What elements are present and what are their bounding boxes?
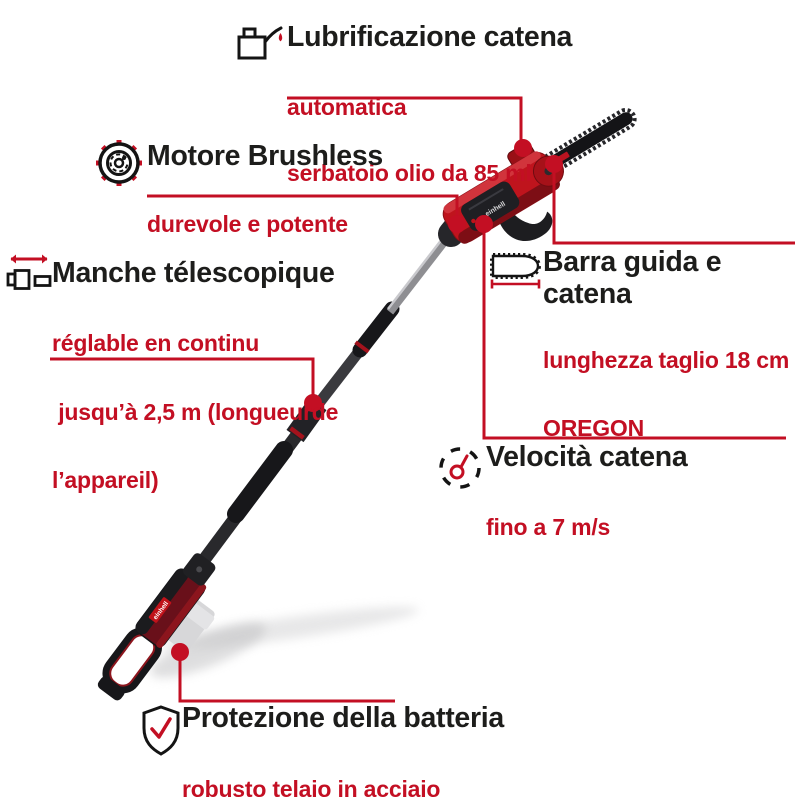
feature-subtitle: jusqu’à 2,5 m (longueurde bbox=[52, 398, 339, 425]
feature-title: catena bbox=[543, 278, 632, 310]
guide-bar-icon bbox=[490, 253, 542, 289]
feature-title: Velocità catena bbox=[486, 441, 688, 473]
branch-hook bbox=[498, 209, 553, 242]
callout-line-motore bbox=[147, 194, 459, 221]
callout-line-protezione bbox=[178, 654, 395, 703]
feature-subtitle: l’appareil) bbox=[52, 467, 159, 493]
feature-subtitle: durevole e potente bbox=[147, 211, 348, 237]
feature-title: Barra guida e bbox=[543, 246, 722, 278]
feature-title: Lubrificazione catena bbox=[287, 21, 573, 53]
dot-battery-frame bbox=[171, 643, 189, 661]
callout-dots bbox=[171, 139, 563, 661]
brushless-motor-icon bbox=[96, 140, 142, 186]
feature-subtitle: réglable en continu bbox=[52, 330, 260, 356]
feature-subtitle: OREGON bbox=[543, 414, 645, 441]
dot-motor bbox=[448, 215, 466, 233]
feature-subtitle: automatica bbox=[287, 94, 407, 120]
brand-plate bbox=[148, 597, 172, 623]
feature-subtitle: lunghezza taglio 18 cm bbox=[543, 347, 790, 373]
callout-line-barra bbox=[552, 168, 795, 245]
feature-subtitle: robusto telaio in acciaio bbox=[182, 776, 441, 800]
feature-subtitle: fino a 7 m/s bbox=[486, 514, 611, 540]
dot-guide-bar bbox=[545, 155, 563, 173]
dot-chain-speed bbox=[475, 215, 493, 233]
dot-oil-tank bbox=[514, 139, 532, 157]
callout-lines bbox=[50, 96, 795, 703]
feature-title: Motore Brushless bbox=[147, 140, 383, 172]
callout-line-velocita bbox=[482, 228, 786, 440]
callout-line-manche bbox=[50, 357, 315, 400]
battery-handle-unit: einhell bbox=[97, 553, 216, 701]
feature-title: Protezione della batteria bbox=[182, 702, 504, 734]
feature-title: Manche télescopique bbox=[52, 257, 335, 289]
speedometer-icon bbox=[439, 447, 481, 489]
shield-check-icon bbox=[142, 705, 180, 756]
feature-subtitle: serbatoio olio da 85 ml bbox=[287, 160, 532, 186]
oil-can-icon bbox=[237, 26, 283, 60]
dot-telescopic-clamp bbox=[304, 394, 322, 412]
callout-line-lubrificazione bbox=[287, 96, 523, 146]
telescopic-handle-icon bbox=[6, 254, 52, 290]
